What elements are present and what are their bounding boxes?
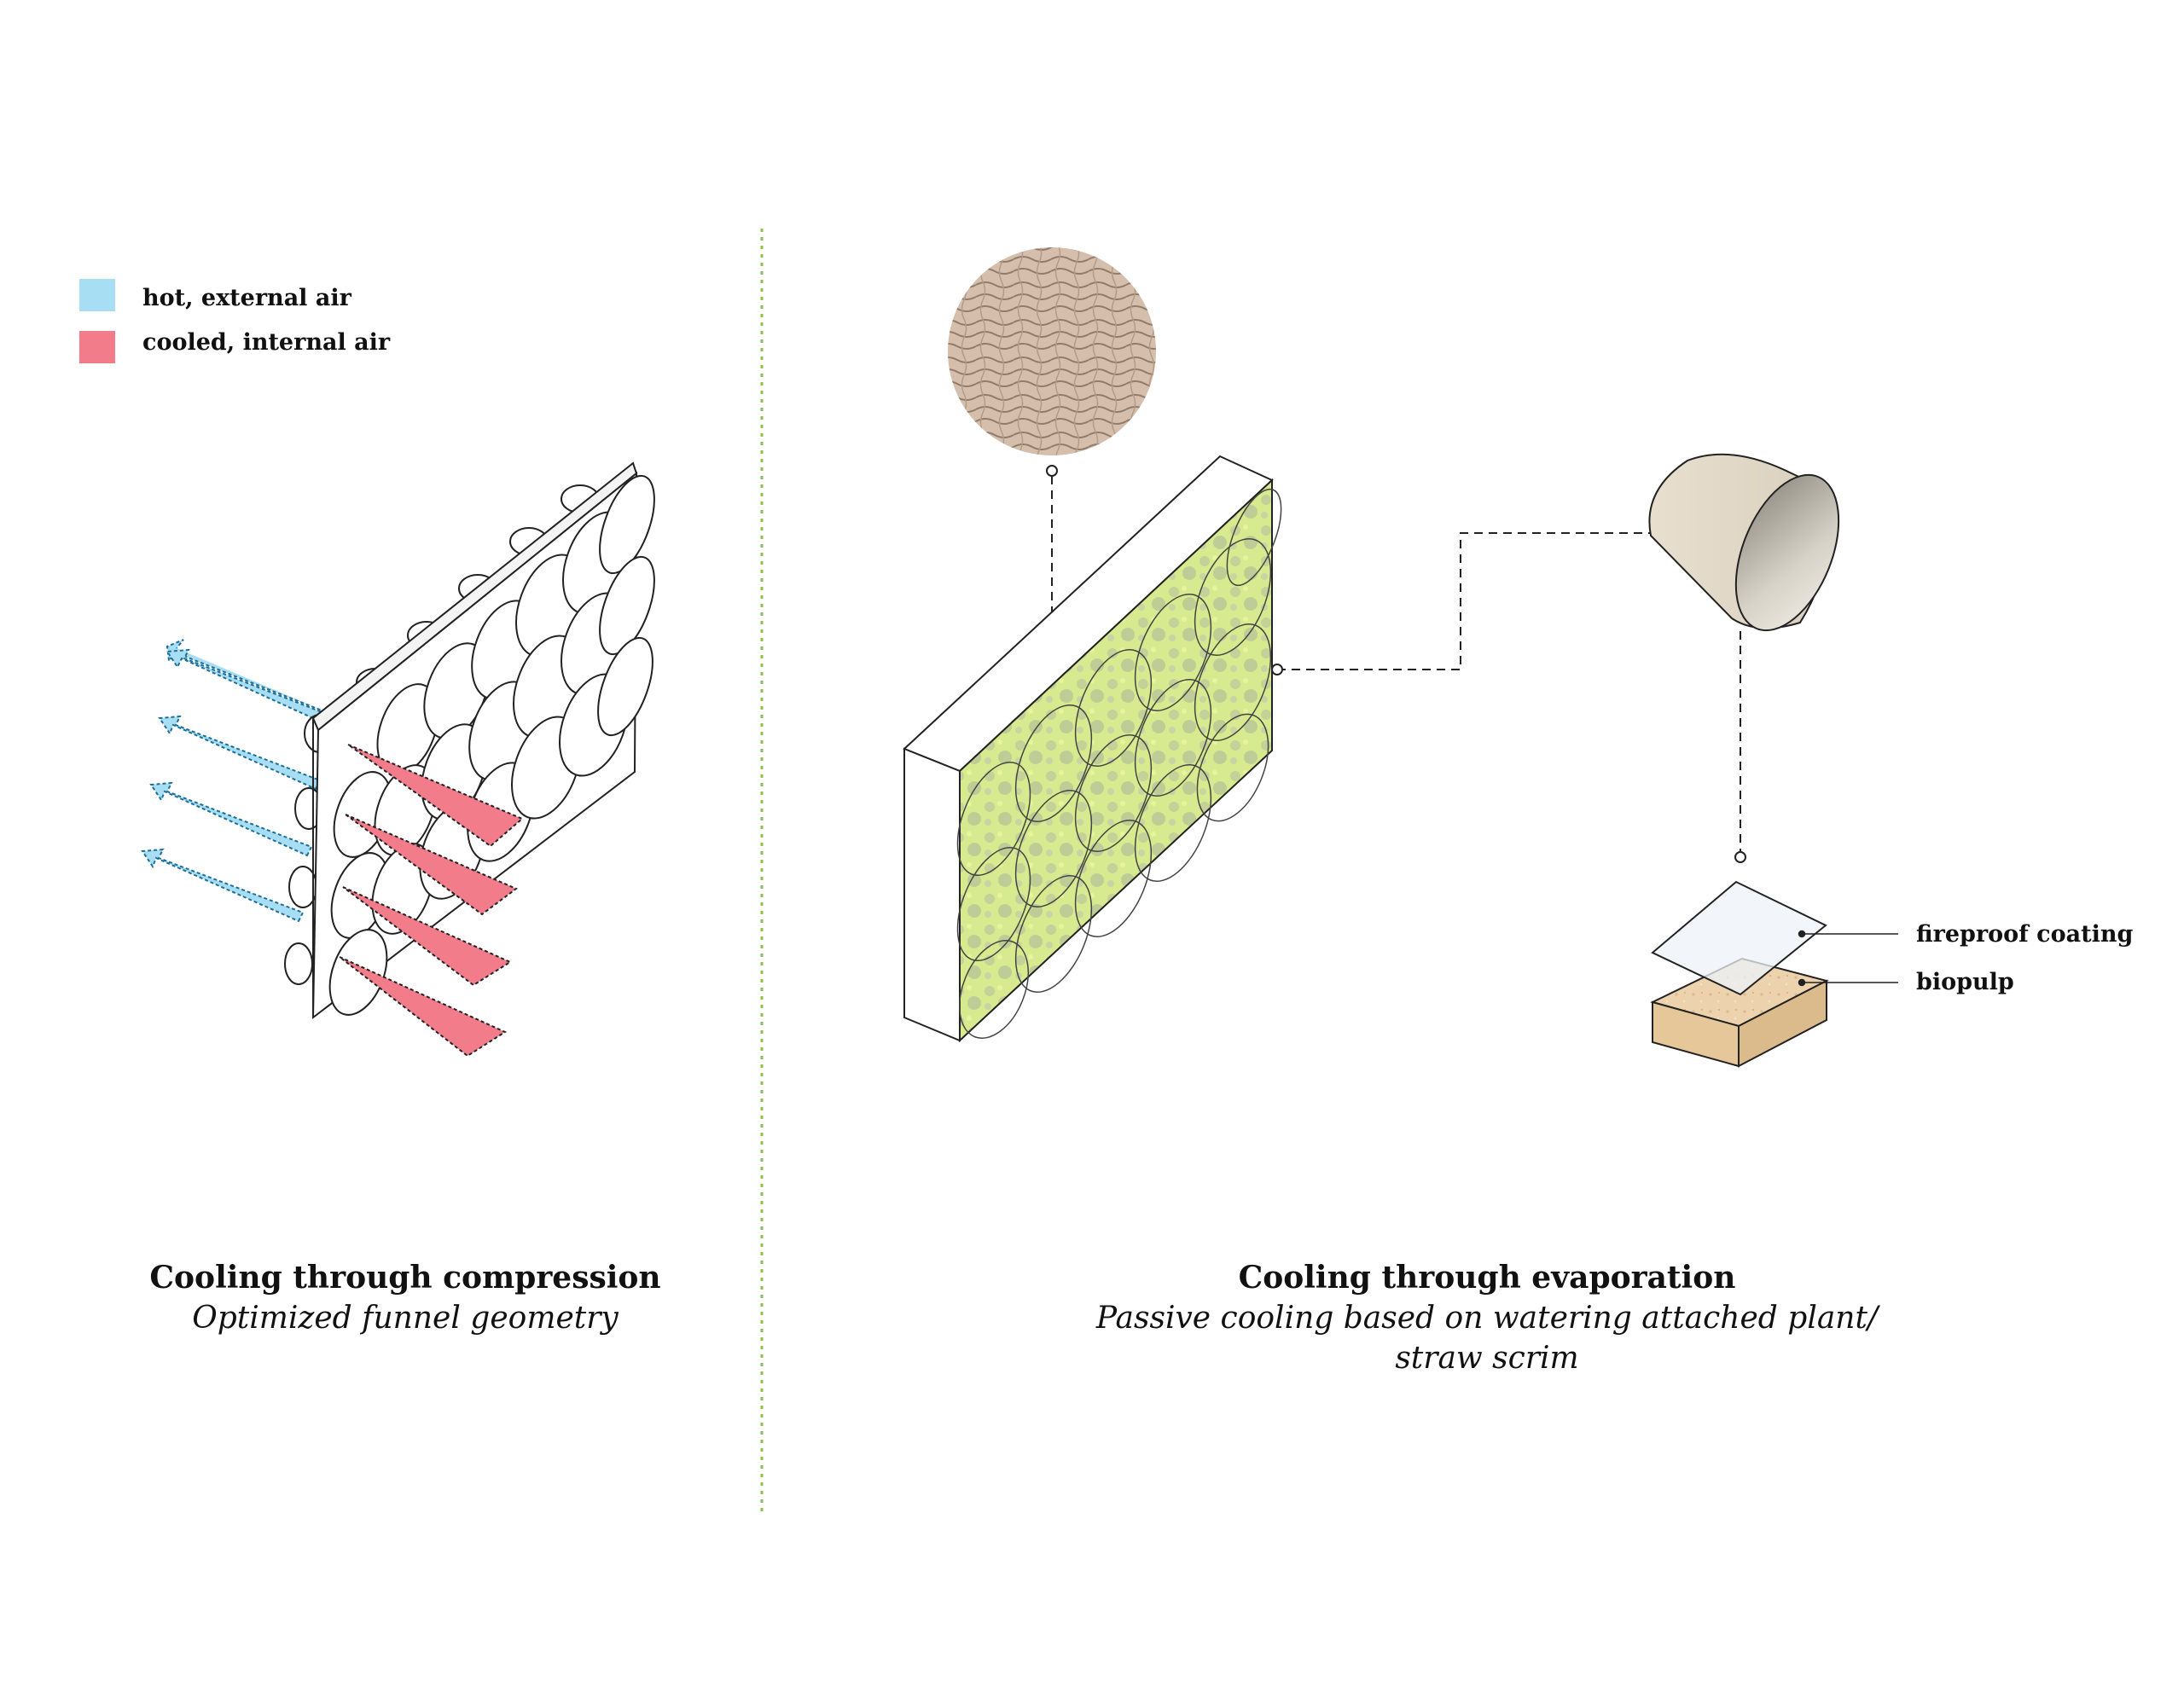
hot-air-arrow [166,648,330,725]
left-caption: Cooling through compression Optimized fu… [149,1260,660,1336]
right-caption-title: Cooling through evaporation [1239,1260,1736,1296]
hot-air-arrow [141,848,305,923]
leader-layers-node [1734,851,1746,863]
cooled-air-wedge [339,956,508,1058]
scrim-panel-face [959,478,1273,1043]
callout-biopulp: biopulp [1916,969,2014,995]
biopulp-block [1650,957,1829,1068]
scrim-panel-side [903,747,961,1042]
cooled-air-wedge [345,814,518,916]
hot-air-arrows [141,639,338,923]
funnel-cone [1648,453,1840,632]
legend-label-hot: hot, external air [142,285,352,311]
leader-straw-node [1046,465,1058,477]
cooled-air-wedge [342,886,513,987]
right-caption-subtitle-line2: straw scrim [1395,1341,1578,1376]
left-caption-title: Cooling through compression [149,1260,660,1296]
callout-leaders [1798,930,1898,987]
cooled-air-wedges [339,744,524,1058]
cooled-air-wedge [347,744,524,848]
legend-label-cooled: cooled, internal air [142,329,391,356]
leader-cone [1277,532,1651,670]
hot-air-arrow [166,639,338,717]
funnel-cone-opening [1734,473,1840,632]
scrim-panel-illustration: fireproof coating biopulp [903,247,2133,1068]
legend: hot, external air cooled, internal air [79,279,391,363]
fireproof-coating-sheet [1651,880,1827,996]
scrim-funnel-outlines [956,488,1282,1039]
left-caption-subtitle: Optimized funnel geometry [192,1301,619,1336]
funnel-panel-illustration [141,461,655,1058]
right-caption: Cooling through evaporation Passive cool… [1095,1260,1881,1376]
hot-air-arrow [158,715,322,791]
hot-air-arrow [149,781,313,857]
right-caption-subtitle-line1: Passive cooling based on watering attach… [1095,1301,1881,1336]
callout-fireproof-coating: fireproof coating [1916,921,2133,948]
leader-cone-node [1271,664,1283,675]
legend-swatch-cooled [79,331,115,363]
straw-texture-swatch [948,247,1156,455]
legend-swatch-hot [79,279,115,311]
